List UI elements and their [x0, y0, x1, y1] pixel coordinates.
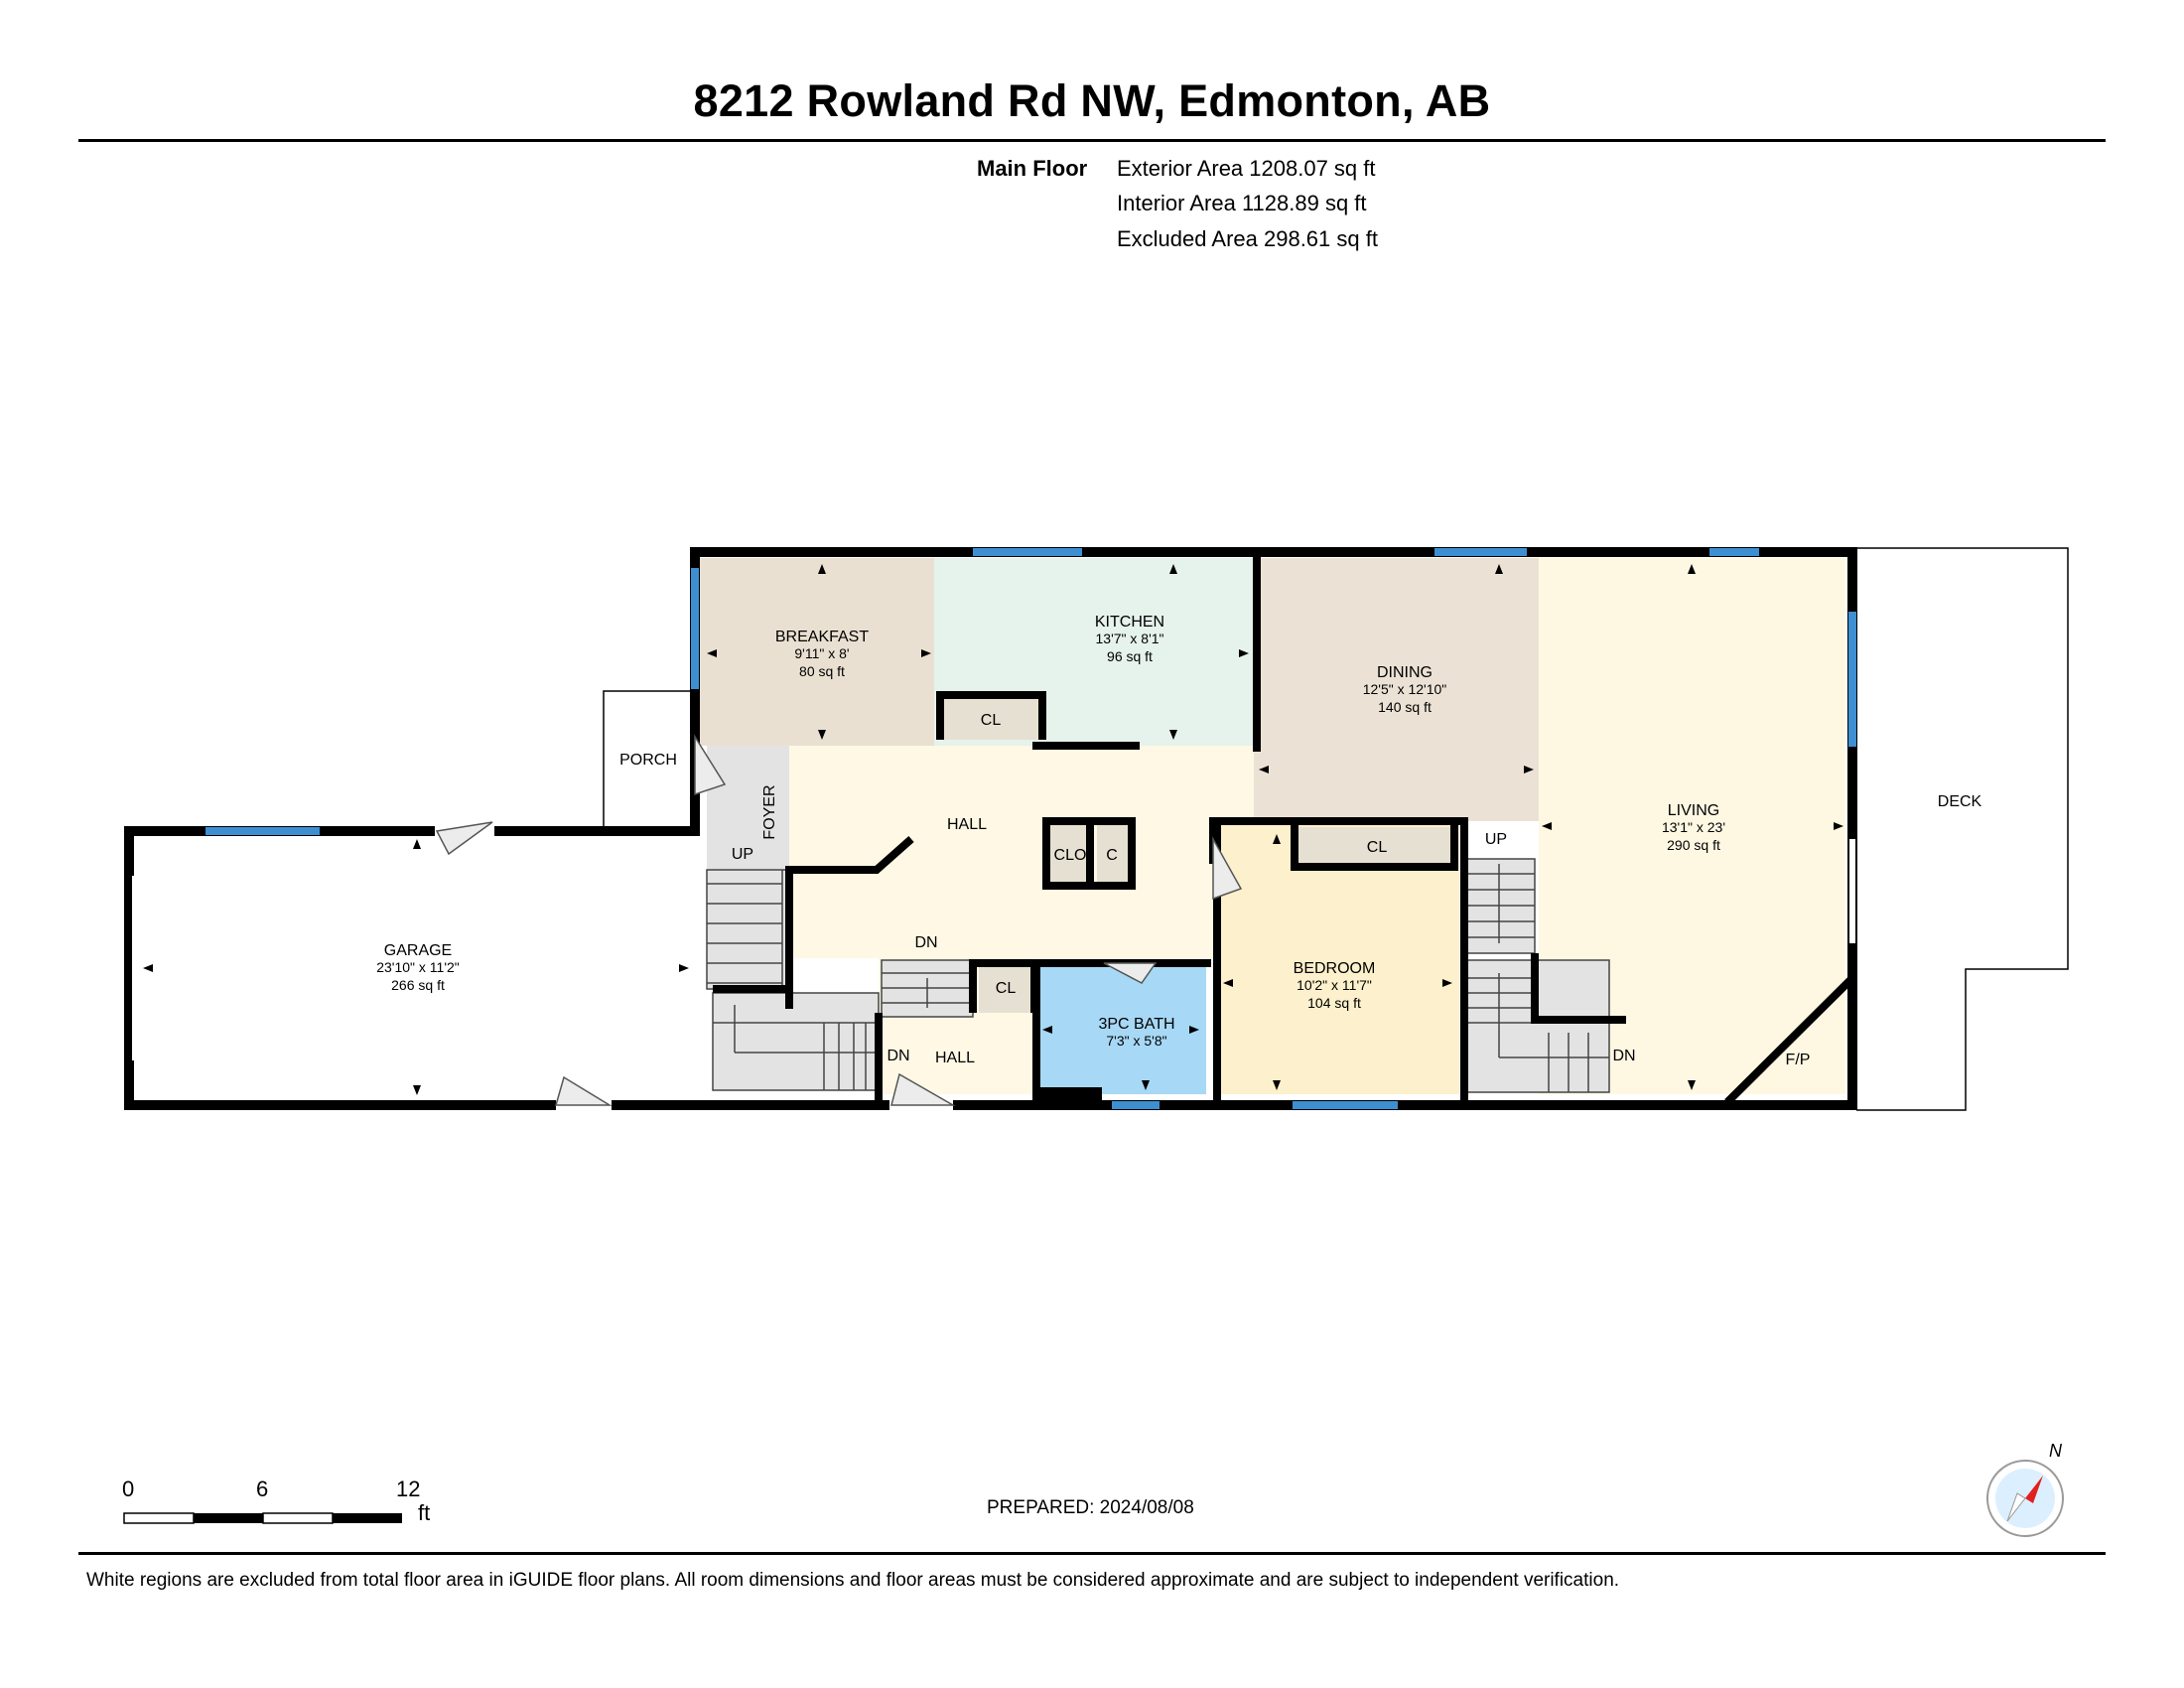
kitchen-closet-label: CL — [981, 712, 1002, 729]
hall-closet-clo-label: CLO — [1054, 847, 1087, 864]
bedroom-name: BEDROOM — [1294, 960, 1376, 977]
garage-dims: 23'10" x 11'2" — [376, 959, 460, 975]
kitchen-area: 96 sq ft — [1107, 648, 1153, 664]
bath-room — [1036, 964, 1206, 1094]
closet-lower — [979, 964, 1030, 1013]
dining-dims: 12'5" x 12'10" — [1363, 681, 1447, 697]
windows — [205, 548, 1856, 1109]
compass-icon: N — [1986, 1441, 2064, 1537]
dining-area: 140 sq ft — [1378, 699, 1432, 715]
dining-room — [1254, 558, 1539, 821]
kitchen-dims: 13'7" x 8'1" — [1096, 631, 1164, 646]
lower-hall-label: HALL — [935, 1050, 975, 1066]
garage-area: 266 sq ft — [391, 977, 445, 993]
breakfast-name: BREAKFAST — [775, 629, 869, 645]
living-area: 290 sq ft — [1667, 837, 1720, 853]
excluded-area: Excluded Area 298.61 sq ft — [1117, 226, 1378, 251]
compass-north-label: N — [2049, 1441, 2063, 1461]
living-name: LIVING — [1668, 802, 1719, 819]
porch-label: PORCH — [619, 752, 677, 769]
stairs-down-left — [712, 992, 880, 1091]
stairs-foyer — [706, 869, 790, 990]
disclaimer: White regions are excluded from total fl… — [86, 1570, 1620, 1591]
doors — [435, 734, 1243, 1111]
stairs-living-down — [1464, 959, 1610, 1093]
living-dn-label: DN — [1612, 1048, 1635, 1064]
foyer-label: FOYER — [761, 784, 778, 839]
stairs-dining-up — [1464, 858, 1536, 954]
scale-tick-0: 0 — [122, 1477, 135, 1501]
stairs-hall-down — [881, 959, 974, 1018]
exterior-area: Exterior Area 1208.07 sq ft — [1117, 156, 1376, 181]
bedroom-dims: 10'2" x 11'7" — [1297, 977, 1372, 993]
breakfast-dims: 9'11" x 8' — [794, 645, 849, 661]
bath-dims: 7'3" x 5'8" — [1106, 1033, 1166, 1049]
bedroom-closet-label: CL — [1367, 839, 1388, 856]
living-dims: 13'1" x 23' — [1662, 819, 1725, 835]
hall-area — [789, 746, 1254, 958]
deck-label: DECK — [1938, 793, 1982, 810]
hall-dn-label: DN — [914, 934, 937, 951]
closet-hall-c — [1097, 821, 1132, 884]
dining-up-label: UP — [1485, 831, 1507, 848]
porch-outline — [603, 690, 695, 826]
prepared-date: PREPARED: 2024/08/08 — [987, 1497, 1194, 1518]
bath-wall-block — [1032, 1087, 1102, 1105]
page-title: 8212 Rowland Rd NW, Edmonton, AB — [693, 75, 1491, 126]
floor-label: Main Floor — [977, 156, 1088, 181]
closet-bedroom — [1295, 827, 1454, 867]
dining-name: DINING — [1377, 664, 1433, 681]
closet-kitchen — [940, 695, 1039, 740]
scale-tick-12: 12 — [396, 1477, 421, 1501]
lower-dn-label: DN — [887, 1048, 909, 1064]
foyer-area — [707, 746, 789, 870]
bath-name: 3PC BATH — [1098, 1016, 1174, 1033]
exterior-walls — [124, 547, 1857, 1110]
deck-outline — [1856, 547, 2069, 1111]
interior-area: Interior Area 1128.89 sq ft — [1117, 191, 1367, 215]
footer-rule — [78, 1552, 2106, 1555]
breakfast-area: 80 sq ft — [799, 663, 845, 679]
garage-name: GARAGE — [384, 942, 452, 959]
kitchen-name: KITCHEN — [1095, 614, 1164, 631]
scale-unit: ft — [418, 1500, 431, 1525]
scale-tick-6: 6 — [256, 1477, 269, 1501]
header-rule — [78, 139, 2106, 142]
bedroom-area: 104 sq ft — [1307, 995, 1361, 1011]
scale-bar — [123, 1512, 402, 1524]
lower-closet-label: CL — [996, 980, 1017, 997]
fireplace-label: F/P — [1786, 1052, 1811, 1068]
hall-closet-c-label: C — [1106, 847, 1118, 864]
breakfast-room — [700, 558, 934, 746]
closet-hall-clo — [1046, 821, 1091, 884]
foyer-up-label: UP — [732, 846, 753, 863]
dimension-arrows — [143, 564, 1843, 1095]
hall-label: HALL — [947, 816, 987, 833]
